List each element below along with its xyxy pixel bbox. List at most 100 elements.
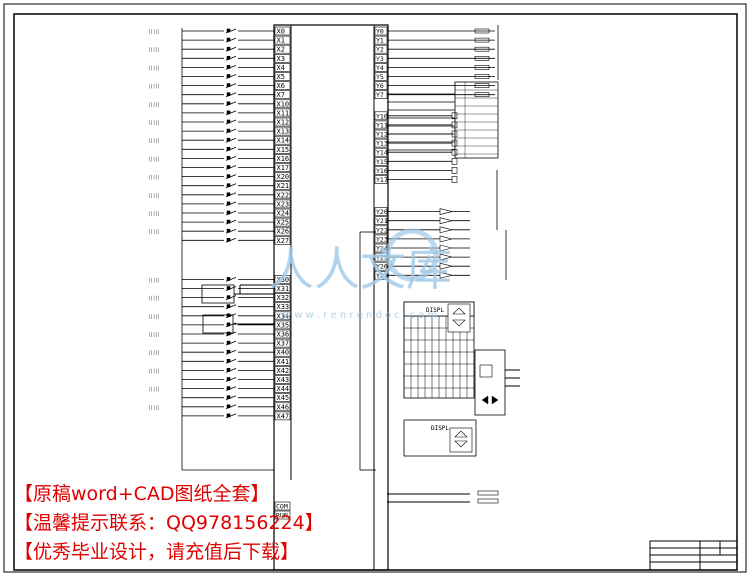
- input-designator-mark: │││││: [148, 156, 160, 161]
- car-operation-panel: [474, 349, 506, 416]
- output-coil: [474, 28, 490, 34]
- output-terminal-label: Y24: [376, 245, 388, 253]
- input-switch-mark: [226, 147, 231, 151]
- output-terminal-label: Y10: [376, 112, 388, 120]
- input-switch-contact: [225, 137, 237, 143]
- floor-display-panel-2: [403, 419, 477, 457]
- output-terminal-label: Y20: [376, 208, 388, 216]
- output-terminal-label: Y4: [376, 64, 384, 72]
- input-switch-contact: [225, 65, 237, 70]
- input-switch-contact: [225, 101, 237, 107]
- input-switch-mark: [226, 37, 231, 42]
- input-switch-mark: [226, 304, 231, 309]
- input-designator-mark: │││││: [148, 175, 160, 180]
- input-switch-contact: [225, 377, 237, 382]
- input-terminal-label: X21: [277, 182, 290, 190]
- output-terminal-label: Y13: [376, 140, 388, 148]
- input-terminal-label: X31: [277, 285, 290, 293]
- banner-line-3: 【优秀毕业设计，请充值后下载】: [14, 541, 300, 563]
- input-switch-contact: [225, 156, 237, 161]
- input-switch-mark: [226, 92, 231, 96]
- input-switch-mark: [226, 119, 231, 124]
- watermark-subtext: w w w . r e n r e n d o c . c o m: [283, 310, 437, 321]
- input-terminal-label: X12: [277, 119, 290, 127]
- output-terminal-label: Y25: [376, 254, 388, 262]
- input-designator-mark: │││││: [148, 47, 160, 52]
- input-terminal-label: X16: [277, 155, 290, 163]
- output-coil: [474, 37, 490, 43]
- watermark-text: 人人文库: [268, 242, 452, 296]
- input-switch-contact: [225, 192, 237, 198]
- output-indicator: [451, 158, 458, 165]
- input-switch-mark: [226, 238, 231, 242]
- output-terminal-label: Y7: [376, 91, 384, 99]
- output-terminal-label: Y6: [376, 82, 384, 90]
- input-designator-mark: │││││: [148, 368, 160, 373]
- input-switch-mark: [226, 156, 231, 160]
- input-switch-contact: [225, 358, 237, 364]
- input-switch-mark: [226, 101, 231, 106]
- input-switch-mark: [226, 404, 231, 409]
- banner-line-2: 【温馨提示联系：QQ978156224】: [14, 512, 324, 534]
- car-digit-display: [479, 364, 493, 378]
- input-switch-mark: [226, 277, 231, 281]
- input-switch-mark: [226, 201, 231, 206]
- input-designator-mark: │││││: [148, 350, 160, 355]
- output-coil: [474, 46, 490, 52]
- input-terminal-label: X36: [277, 331, 290, 339]
- down-arrow-icon: [454, 440, 468, 448]
- input-switch-mark: [226, 413, 231, 418]
- input-switch-contact: [225, 37, 237, 43]
- input-switch-contact: [225, 110, 237, 116]
- input-designator-mark: │││││: [148, 102, 160, 107]
- input-designator-mark: │││││: [148, 387, 160, 392]
- input-switch-contact: [225, 165, 237, 170]
- input-switch-contact: [225, 349, 237, 355]
- input-switch-contact: [225, 183, 237, 189]
- input-switch-mark: [226, 192, 231, 197]
- input-switch-mark: [226, 331, 231, 336]
- input-switch-contact: [225, 146, 237, 152]
- input-switch-contact: [225, 46, 237, 52]
- output-lamp-triangle: [439, 244, 453, 252]
- input-designator-mark: │││││: [148, 193, 160, 198]
- input-terminal-label: X11: [277, 109, 290, 117]
- input-switch-mark: [226, 286, 231, 290]
- output-coil: [474, 74, 490, 79]
- output-terminal-label: Y2: [376, 46, 384, 54]
- input-switch-contact: [225, 74, 237, 79]
- input-designator-mark: │││││: [148, 29, 160, 34]
- display-arrow-box-2: [449, 427, 473, 453]
- input-terminal-label: X32: [277, 294, 290, 302]
- input-switch-mark: [226, 83, 231, 87]
- input-designator-mark: │││││: [148, 229, 160, 234]
- input-terminal-label: X2: [277, 46, 285, 54]
- input-terminal-label: X44: [277, 385, 290, 393]
- input-switch-contact: [225, 386, 237, 391]
- input-terminal-label: X47: [277, 412, 290, 420]
- input-designator-mark: │││││: [148, 296, 160, 301]
- input-terminal-label: X33: [277, 303, 290, 311]
- input-designator-mark: │││││: [148, 120, 160, 125]
- input-terminal-label: X10: [277, 100, 290, 108]
- input-terminal-label: X26: [277, 228, 290, 236]
- output-terminal-label: Y27: [376, 272, 388, 280]
- terminal-box: [274, 510, 291, 520]
- outer-frame: [3, 3, 747, 573]
- input-terminal-label: X43: [277, 376, 290, 384]
- input-switch-mark: [226, 165, 231, 169]
- output-indicator: [451, 112, 458, 120]
- input-switch-mark: [226, 340, 231, 345]
- input-switch-mark: [226, 28, 231, 33]
- input-terminal-label: X23: [277, 200, 290, 208]
- input-switch-mark: [226, 46, 231, 51]
- input-switch-mark: [226, 137, 231, 142]
- input-switch-mark: [226, 128, 231, 133]
- input-terminal-label: X0: [277, 28, 285, 36]
- input-switch-mark: [226, 228, 231, 233]
- input-switch-mark: [226, 349, 231, 354]
- input-switch-contact: [225, 228, 237, 234]
- input-switch-mark: [226, 295, 231, 299]
- input-switch-mark: [226, 55, 231, 60]
